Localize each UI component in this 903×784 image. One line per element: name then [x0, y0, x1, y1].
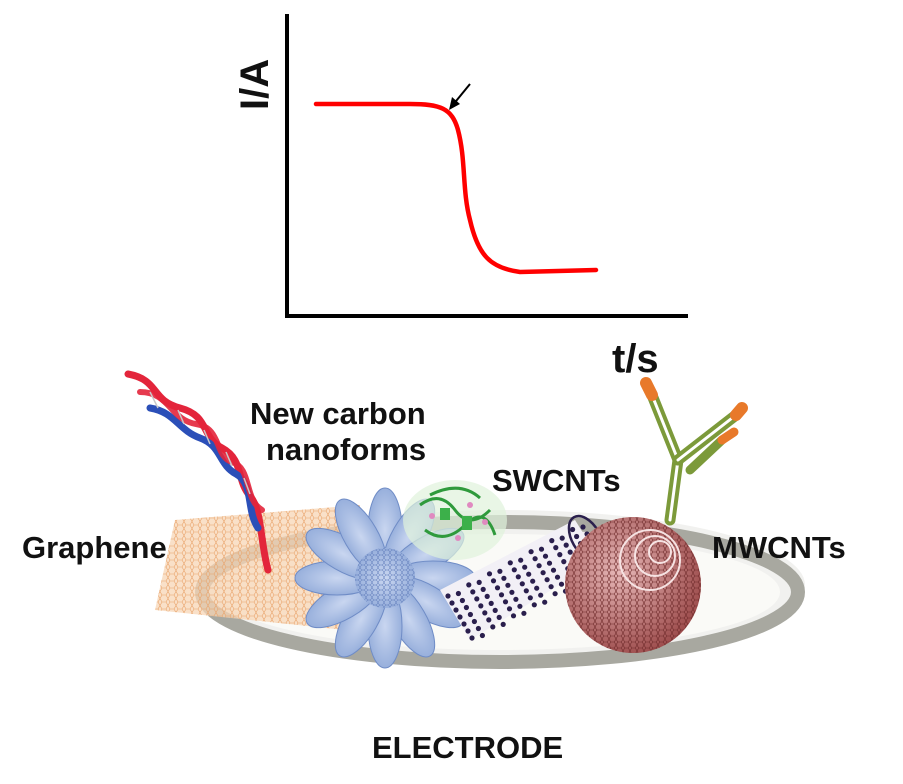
swcnt-atom	[471, 618, 477, 625]
swcnt-atom	[455, 590, 461, 597]
swcnt-atom	[490, 578, 497, 584]
swcnt-atom	[549, 538, 555, 544]
swcnt-atom	[527, 595, 533, 601]
swcnt-atom	[459, 597, 465, 604]
swcnt-atom	[496, 614, 502, 621]
swcnt-atom	[511, 567, 517, 573]
swcnt-atom	[522, 564, 528, 570]
dna-icon	[124, 370, 272, 574]
swcnt-atom	[510, 613, 517, 619]
swcnt-atom	[463, 604, 469, 611]
swcnt-atom	[486, 571, 493, 577]
current-time-graph	[285, 14, 688, 318]
swcnt-atom	[557, 552, 563, 558]
nanohorn-flower	[294, 487, 476, 669]
antibody-icon	[640, 377, 748, 526]
swcnt-atom	[478, 603, 484, 609]
swcnt-atom	[475, 625, 481, 632]
new-carbon-label-line2: nanoforms	[266, 431, 427, 467]
swcnt-atom	[445, 593, 451, 599]
swcnt-atom	[466, 582, 472, 588]
swcnt-atom	[515, 574, 521, 580]
swcnt-atom	[550, 567, 557, 573]
swcnt-atom	[519, 581, 525, 587]
swcnt-atom	[523, 588, 529, 594]
swcnt-atom	[558, 581, 565, 587]
swcnt-atom	[542, 553, 549, 559]
swcnt-atom	[469, 635, 475, 641]
electrode-label: ELECTRODE	[372, 730, 564, 765]
swcnt-atom	[476, 579, 482, 586]
swcnt-atom	[530, 578, 536, 584]
swcnts-label: SWCNTs	[492, 463, 621, 498]
swcnt-atom	[470, 589, 476, 595]
swcnt-atom	[492, 607, 498, 614]
swcnt-atom	[507, 560, 513, 566]
swcnt-atom	[553, 545, 559, 551]
swcnt-atom	[506, 606, 513, 612]
swcnt-atom	[498, 592, 505, 598]
swcnt-atom	[486, 617, 492, 623]
mwcnt-sphere	[565, 517, 701, 653]
swcnt-atom	[494, 585, 501, 591]
swcnt-atom	[559, 535, 565, 541]
swcnt-atom	[509, 589, 515, 595]
swcnt-atom	[467, 611, 473, 618]
swcnt-atom	[526, 571, 532, 577]
current-curve	[313, 101, 599, 275]
swcnt-atom	[479, 632, 485, 639]
swcnt-atom	[552, 591, 558, 597]
y-axis-label: I/A	[233, 58, 277, 110]
swcnt-atom	[574, 533, 580, 540]
swcnt-atom	[536, 563, 542, 569]
swcnt-atom	[474, 596, 480, 602]
swcnt-atom	[554, 574, 561, 580]
swcnt-atom	[561, 559, 567, 565]
mwcnts-label: MWCNTs	[712, 530, 846, 565]
x-axis-label: t/s	[612, 337, 659, 381]
swcnt-atom	[500, 621, 506, 628]
swcnt-atom	[538, 592, 544, 598]
swcnt-atom	[532, 556, 538, 562]
swcnt-atom	[548, 584, 554, 590]
swcnt-atom	[528, 549, 534, 555]
swcnt-atom	[518, 557, 524, 563]
swcnt-atom	[453, 607, 459, 613]
swcnt-atom	[490, 624, 496, 630]
swcnt-atom	[457, 614, 463, 620]
swcnt-atom	[567, 549, 573, 555]
swcnt-atom	[517, 603, 523, 609]
swcnt-atom	[544, 577, 550, 583]
swcnt-atom	[546, 560, 553, 566]
graphene-label: Graphene	[22, 530, 167, 565]
new-carbon-label-line1: New carbon	[250, 396, 426, 431]
swcnt-atom	[531, 602, 537, 608]
new-carbon-nanoforms-label: New carbon nanoforms	[250, 396, 426, 467]
swcnt-atom	[465, 628, 471, 634]
swcnt-atom	[505, 582, 511, 588]
swcnt-atom	[497, 568, 503, 574]
arrow-icon	[449, 83, 471, 110]
swcnt-atom	[480, 586, 486, 593]
protein-icon	[403, 480, 507, 560]
swcnt-atom	[488, 600, 494, 607]
swcnt-atom	[538, 546, 545, 552]
swcnt-atom	[540, 570, 546, 576]
swcnt-atom	[521, 610, 527, 616]
swcnt-atom	[449, 600, 455, 606]
swcnt-atom	[534, 585, 540, 591]
swcnt-atom	[482, 610, 488, 616]
swcnt-atom	[484, 593, 490, 600]
swcnt-atom	[570, 526, 576, 533]
swcnt-atom	[502, 599, 509, 605]
swcnt-atom	[542, 599, 548, 605]
swcnt-atom	[580, 524, 586, 530]
swcnt-atom	[513, 596, 519, 602]
swcnt-atom	[501, 575, 507, 581]
swcnt-atom	[563, 542, 569, 548]
swcnt-atom	[461, 621, 467, 627]
